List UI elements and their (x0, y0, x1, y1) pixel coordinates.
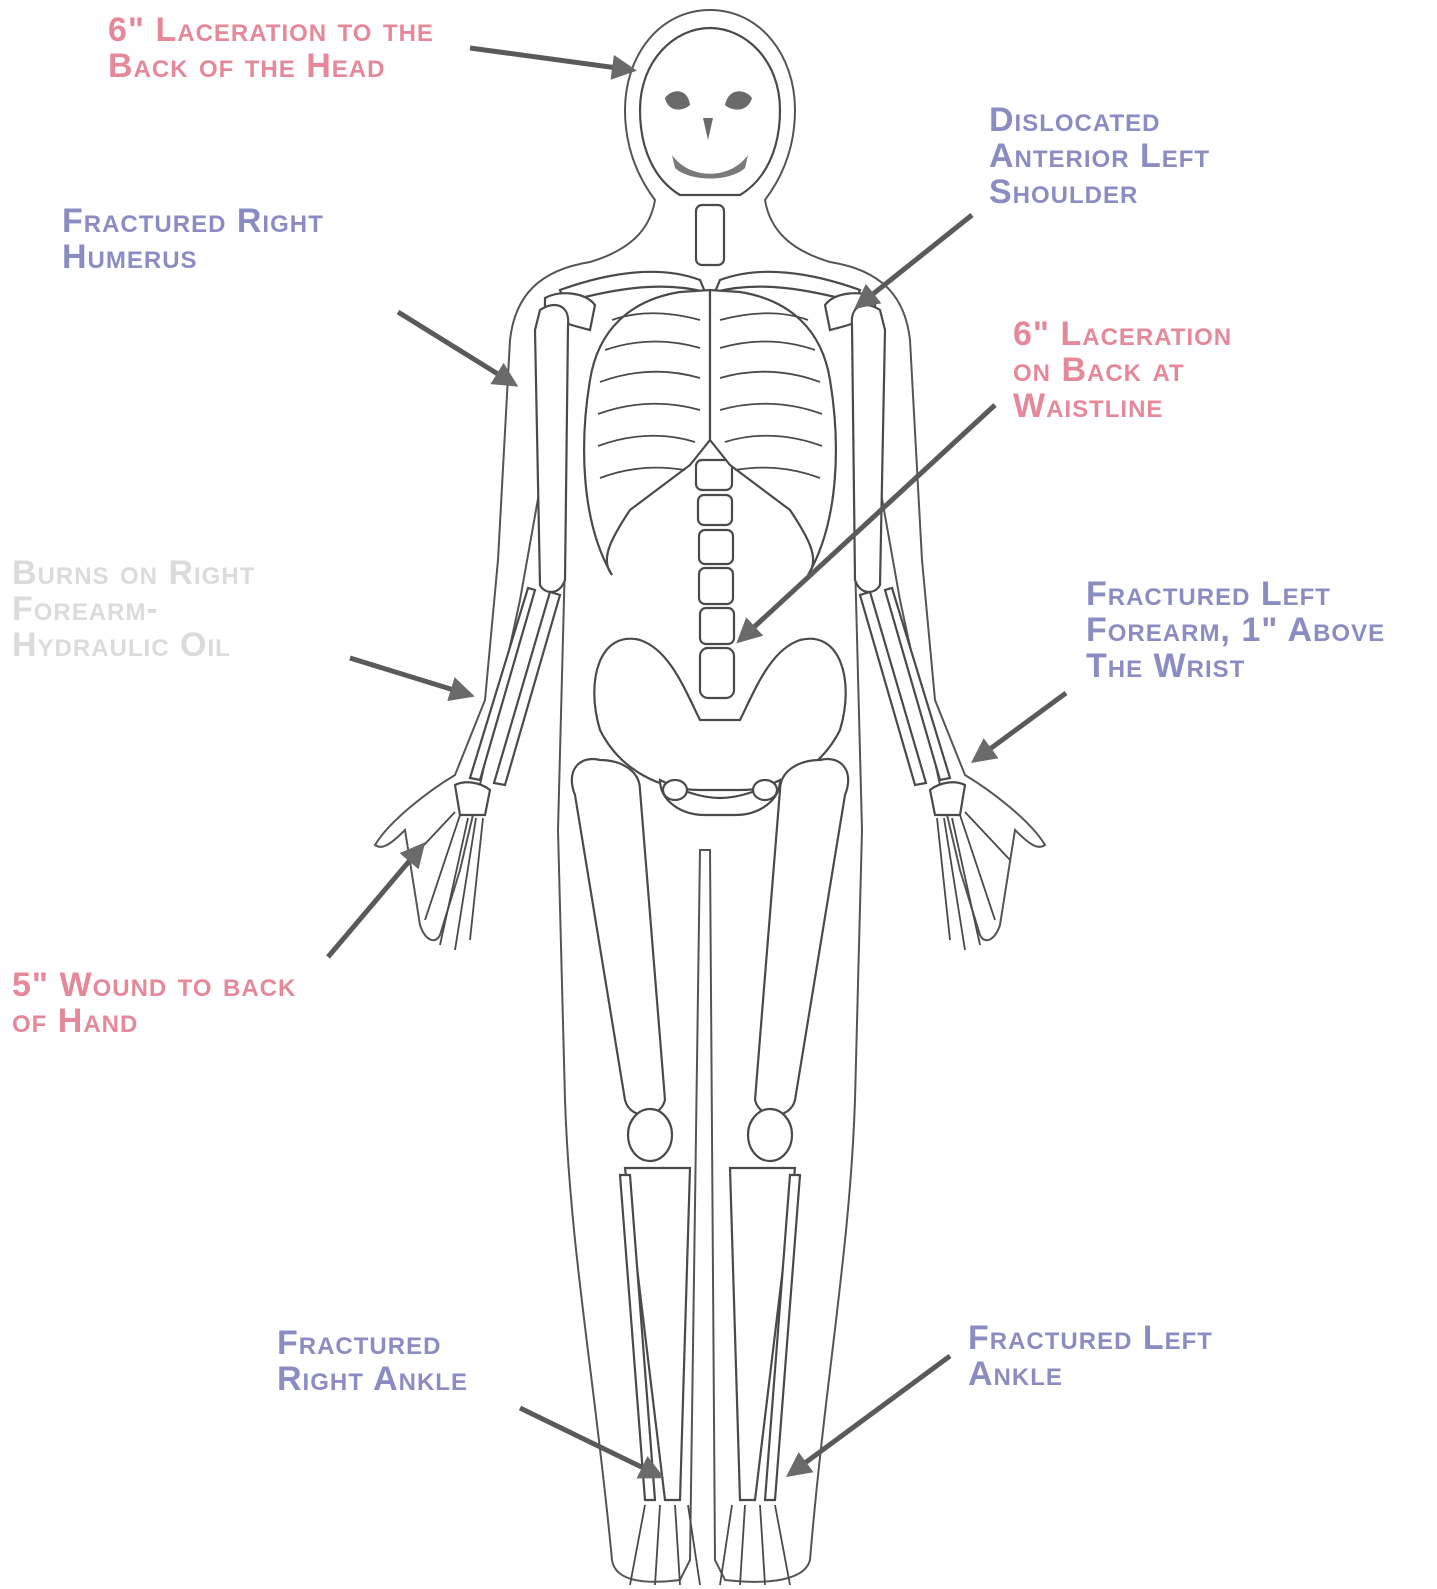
label-line: Humerus (62, 239, 324, 275)
label-head-laceration: 6" Laceration to the Back of the Head (108, 12, 434, 84)
arrow-left-ankle (790, 1356, 950, 1474)
label-line: Fractured (277, 1325, 468, 1361)
right-arm-bones (410, 305, 568, 950)
label-line: 5" Wound to back (12, 967, 296, 1003)
label-line: Fractured Left (1086, 576, 1385, 612)
label-back-laceration: 6" Laceration on Back at Waistline (1013, 316, 1232, 424)
label-line: 6" Laceration to the (108, 12, 434, 48)
arrow-left-forearm (975, 693, 1066, 760)
arrow-right-forearm-burn (350, 658, 470, 695)
label-line: Ankle (968, 1356, 1213, 1392)
label-line: Anterior Left (989, 138, 1210, 174)
label-line: The Wrist (1086, 648, 1385, 684)
label-right-ankle: Fractured Right Ankle (277, 1325, 468, 1397)
label-line: Burns on Right (12, 555, 255, 591)
label-left-shoulder: Dislocated Anterior Left Shoulder (989, 102, 1210, 210)
label-line: Right Ankle (277, 1361, 468, 1397)
label-left-ankle: Fractured Left Ankle (968, 1320, 1213, 1392)
label-line: Dislocated (989, 102, 1210, 138)
label-hand-wound: 5" Wound to back of Hand (12, 967, 296, 1039)
label-line: Forearm, 1" Above (1086, 612, 1385, 648)
label-line: Fractured Right (62, 203, 324, 239)
arrow-head-laceration (470, 48, 632, 70)
label-left-forearm: Fractured Left Forearm, 1" Above The Wri… (1086, 576, 1385, 684)
arrow-left-shoulder (858, 215, 972, 306)
arrow-hand-wound (328, 846, 422, 957)
label-forearm-burns: Burns on Right Forearm- Hydraulic Oil (12, 555, 255, 663)
left-arm-bones (852, 305, 1010, 950)
label-line: Fractured Left (968, 1320, 1213, 1356)
skull (640, 28, 780, 195)
label-line: of Hand (12, 1003, 296, 1039)
label-right-humerus: Fractured Right Humerus (62, 203, 324, 275)
arrow-right-humerus (398, 312, 514, 384)
label-line: 6" Laceration (1013, 316, 1232, 352)
label-line: Shoulder (989, 174, 1210, 210)
label-line: Back of the Head (108, 48, 434, 84)
label-line: on Back at (1013, 352, 1232, 388)
label-line: Waistline (1013, 388, 1232, 424)
label-line: Hydraulic Oil (12, 627, 255, 663)
label-line: Forearm- (12, 591, 255, 627)
